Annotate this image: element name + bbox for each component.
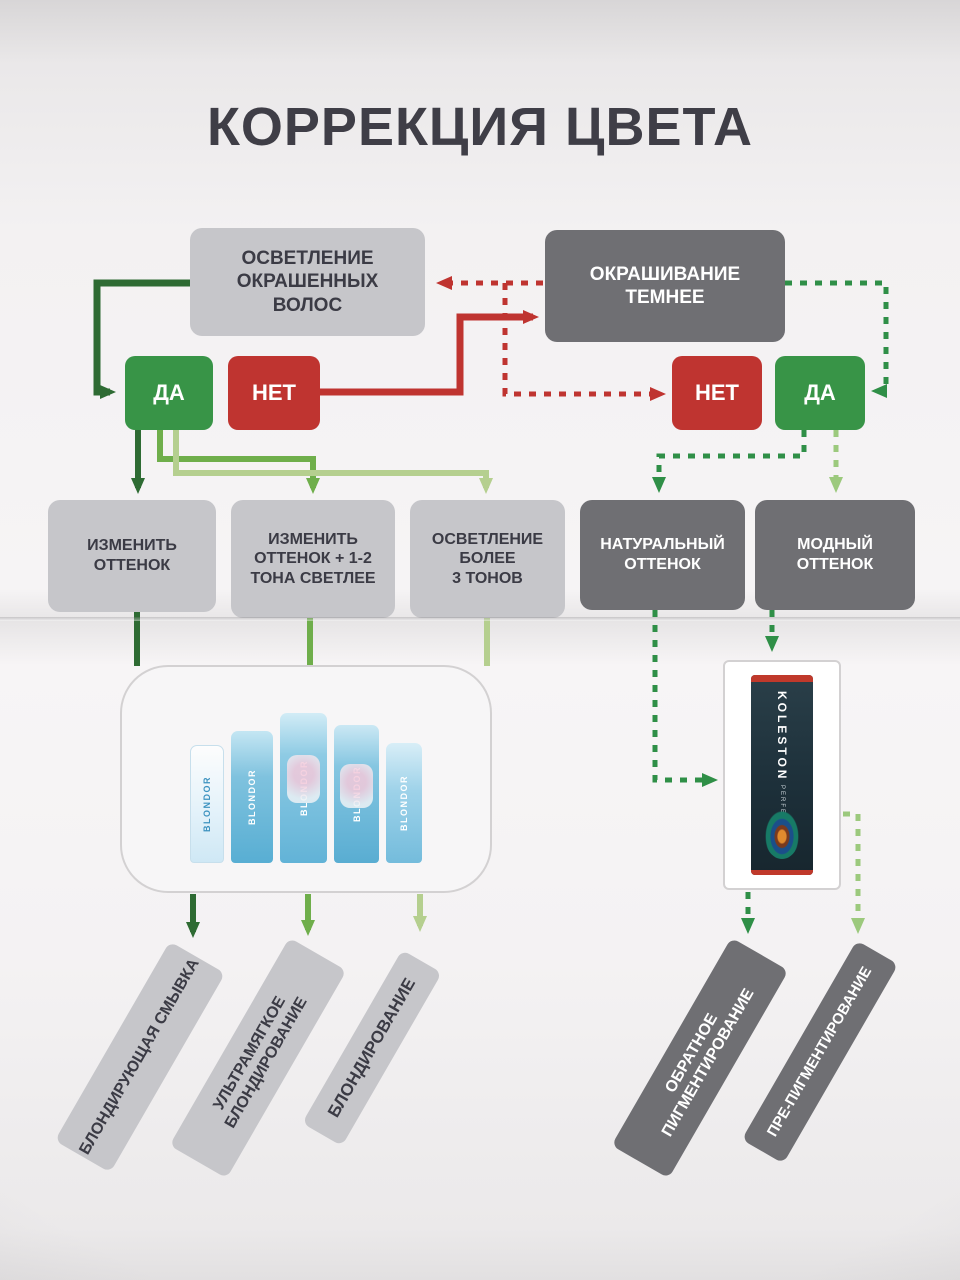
blondor-label: BLONDOR	[202, 776, 212, 832]
blondor-label: BLONDOR	[351, 766, 362, 822]
connector-natural-to-koleston	[652, 610, 718, 787]
branch-natural-shade-label: НАТУРАЛЬНЫЙ ОТТЕНОК	[600, 536, 725, 573]
page-title: КОРРЕКЦИЯ ЦВЕТА	[206, 97, 754, 157]
branch-fashion-shade: МОДНЫЙ ОТТЕНОК	[755, 500, 915, 610]
branch-change-shade: ИЗМЕНИТЬ ОТТЕНОК	[48, 500, 216, 612]
koleston-sub-label: PERFECT	[779, 785, 785, 828]
node-coloring-darker-label: ОКРАШИВАНИЕ ТЕМНЕЕ	[589, 263, 741, 308]
decision-no-right: НЕТ	[672, 356, 762, 430]
branch-lightening-3-tones-label: ОСВЕТЛЕНИЕ БОЛЕЕ 3 ТОНОВ	[431, 530, 544, 587]
node-lightening-colored-hair: ОСВЕТЛЕНИЕ ОКРАШЕННЫХ ВОЛОС	[190, 228, 425, 336]
node-coloring-darker: ОКРАШИВАНИЕ ТЕМНЕЕ	[545, 230, 785, 342]
connector-rightyes-to-natural	[652, 430, 807, 493]
connector-leftroot-to-yes	[93, 279, 190, 399]
blondor-bottle-5: BLONDOR	[386, 743, 422, 863]
koleston-product-panel: KOLESTON PERFECT	[723, 660, 841, 890]
blondor-bottle-3: BLONDOR	[280, 713, 327, 863]
branch-fashion-shade-label: МОДНЫЙ ОТТЕНОК	[796, 536, 874, 573]
blondor-bottle-4: BLONDOR	[334, 725, 379, 863]
connector-left-no-to-rightroot	[320, 310, 539, 396]
blondor-label: BLONDOR	[298, 760, 309, 816]
node-lightening-colored-hair-label: ОСВЕТЛЕНИЕ ОКРАШЕННЫХ ВОЛОС	[236, 248, 379, 316]
blondor-products-panel: BLONDOR BLONDOR BLONDOR BLONDOR BLONDOR	[120, 665, 492, 893]
decision-no-left-label: НЕТ	[252, 379, 296, 405]
branch-change-shade-label: ИЗМЕНИТЬ ОТТЕНОК	[87, 537, 177, 574]
connector-rightroot-to-yes-dotted	[785, 280, 889, 398]
branch-change-shade-lighter: ИЗМЕНИТЬ ОТТЕНОК + 1-2 ТОНА СВЕТЛЕЕ	[231, 500, 395, 618]
decision-yes-right: ДА	[775, 356, 865, 430]
decision-yes-right-label: ДА	[804, 379, 836, 405]
decision-no-left: НЕТ	[228, 356, 320, 430]
blondor-label: BLONDOR	[247, 769, 257, 825]
decision-no-right-label: НЕТ	[695, 379, 739, 405]
connector-yes-to-branch3	[173, 430, 493, 494]
koleston-label: KOLESTON	[775, 691, 789, 782]
branch-change-shade-lighter-label: ИЗМЕНИТЬ ОТТЕНОК + 1-2 ТОНА СВЕТЛЕЕ	[250, 530, 376, 587]
decision-yes-left: ДА	[125, 356, 213, 430]
blondor-bottle-2: BLONDOR	[231, 731, 273, 863]
blondor-bottle-1: BLONDOR	[190, 745, 224, 863]
connector-yes-to-branch2	[157, 430, 320, 494]
decision-yes-left-label: ДА	[153, 379, 185, 405]
branch-lightening-3-tones: ОСВЕТЛЕНИЕ БОЛЕЕ 3 ТОНОВ	[410, 500, 565, 618]
connector-koleston-to-pre-pigmentation	[843, 811, 865, 934]
peacock-feather-icon	[764, 809, 800, 859]
koleston-package: KOLESTON PERFECT	[751, 675, 813, 875]
branch-natural-shade: НАТУРАЛЬНЫЙ ОТТЕНОК	[580, 500, 745, 610]
blondor-label: BLONDOR	[399, 775, 409, 831]
